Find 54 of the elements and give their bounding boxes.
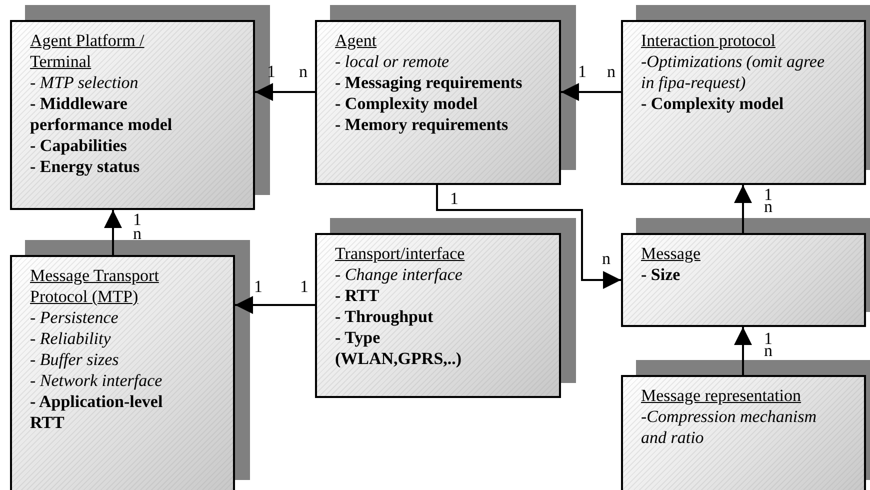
class-box: [315, 20, 561, 185]
multiplicity-label: 1: [267, 63, 276, 80]
multiplicity-label: 1: [300, 278, 308, 295]
association-arrow: [436, 185, 621, 289]
multiplicity-label: 1: [764, 330, 772, 347]
class-name: Agent: [335, 30, 378, 51]
attribute-text: - Complexity model: [641, 93, 785, 114]
association-arrow: [734, 185, 752, 233]
attribute-text: - Network interface: [30, 370, 164, 391]
class-name: Message representation: [641, 385, 802, 406]
multiplicity-label: n: [299, 63, 308, 80]
class-name: Message: [641, 243, 702, 264]
attribute-text: - Middleware performance model: [30, 93, 174, 135]
association-arrow: [561, 83, 621, 101]
multiplicity-label: 1: [578, 63, 586, 80]
attribute-text: - Size: [641, 264, 682, 285]
multiplicity-label: 1: [764, 186, 772, 203]
attribute-text: -Compression mechanism and ratio: [641, 406, 818, 448]
attribute-text: -Optimizations (omit agree in fipa-request): [641, 51, 826, 93]
attribute-text: - Application-level RTT: [30, 391, 164, 433]
attribute-text: - Change interface: [335, 264, 464, 285]
attribute-text: - Buffer sizes: [30, 349, 120, 370]
class-box: [10, 255, 235, 490]
attribute-text: - Energy status: [30, 156, 141, 177]
multiplicity-label: n: [602, 250, 610, 267]
class-name: Transport/interface: [335, 243, 466, 264]
class-box: [315, 233, 561, 398]
attribute-text: - Throughput: [335, 306, 434, 327]
class-name: Agent Platform / Terminal: [30, 30, 146, 72]
association-arrow: [235, 296, 315, 314]
attribute-text: - local or remote: [335, 51, 450, 72]
multiplicity-label: n: [607, 63, 616, 80]
attribute-text: - MTP selection: [30, 72, 140, 93]
attribute-text: - Type (WLAN,GPRS,..): [335, 327, 463, 369]
attribute-text: - RTT: [335, 285, 380, 306]
association-arrow: [734, 327, 752, 375]
association-arrow: [104, 210, 122, 255]
class-name: Interaction protocol: [641, 30, 777, 51]
class-name: Message Transport Protocol (MTP): [30, 265, 160, 307]
class-box: [621, 233, 866, 327]
multiplicity-label: 1: [450, 190, 458, 207]
class-box: [621, 20, 866, 185]
attribute-text: - Persistence: [30, 307, 120, 328]
multiplicity-label: 1: [133, 211, 142, 228]
attribute-text: - Memory requirements: [335, 114, 510, 135]
attribute-text: - Complexity model: [335, 93, 479, 114]
attribute-text: - Capabilities: [30, 135, 128, 156]
attribute-text: - Reliability: [30, 328, 112, 349]
class-box: [10, 20, 255, 210]
class-box: [621, 375, 866, 490]
association-arrow: [255, 83, 315, 101]
attribute-text: - Messaging requirements: [335, 72, 524, 93]
multiplicity-label: 1: [254, 278, 262, 295]
multiplicity-label: n: [133, 225, 142, 242]
